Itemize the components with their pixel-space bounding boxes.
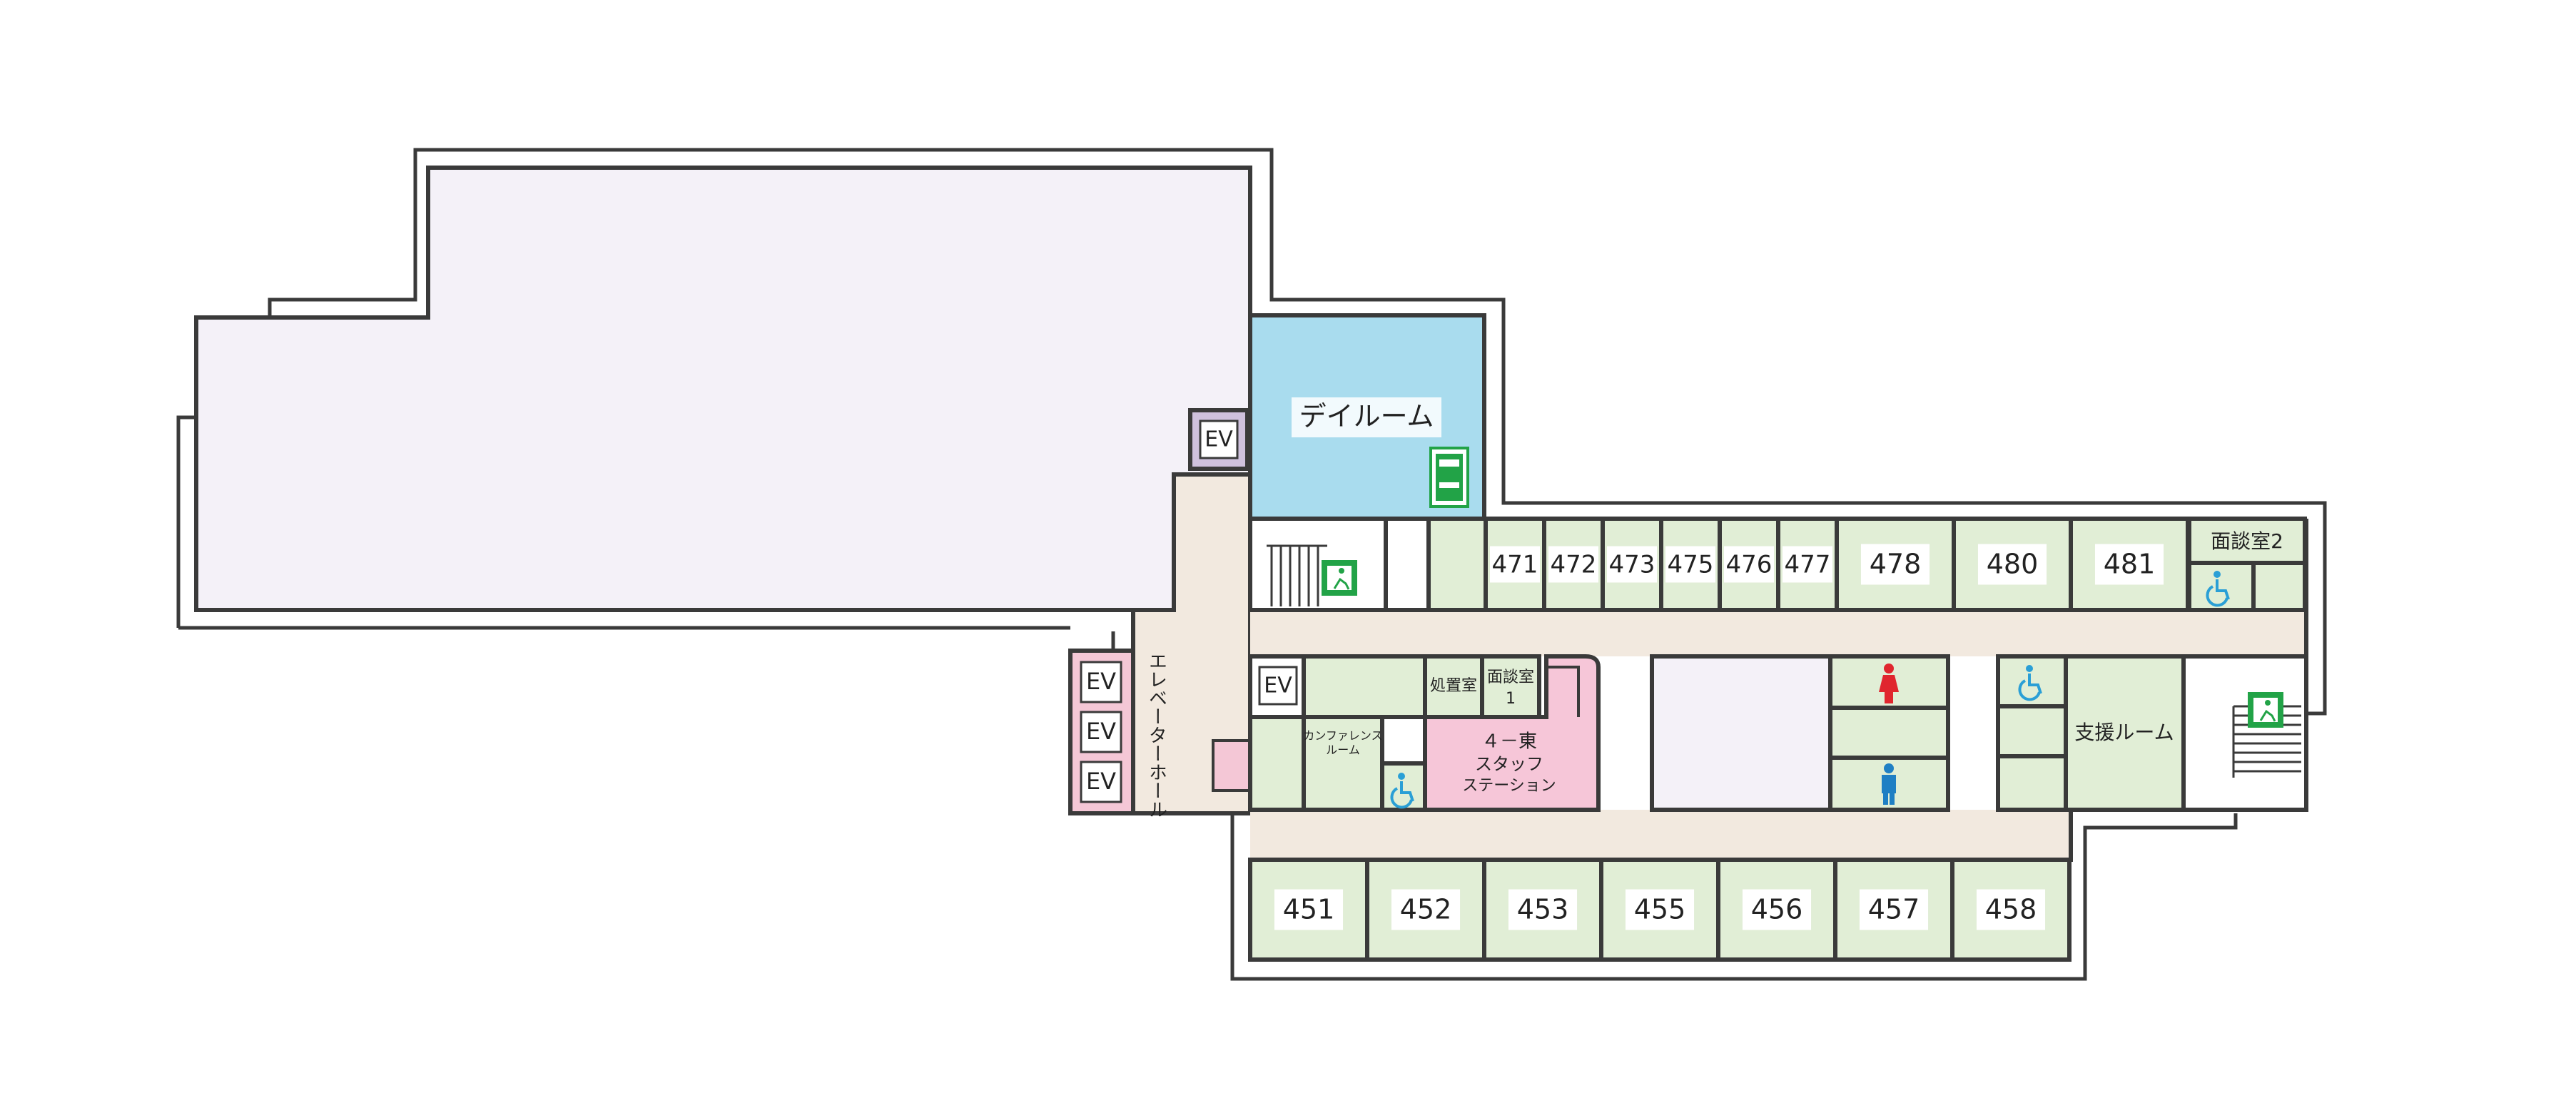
ev-label-central: EV — [1264, 673, 1292, 698]
west-wing — [194, 166, 1252, 612]
room-458-number: 458 — [1985, 894, 2037, 925]
elevator-pink-3: EV — [1080, 761, 1122, 803]
ev-label-purple: EV — [1205, 427, 1233, 452]
east-small-room-2 — [1996, 754, 2068, 812]
ev-central-box — [1258, 666, 1298, 706]
room-453: 453 — [1482, 858, 1603, 962]
room-455-number: 455 — [1634, 894, 1686, 925]
room-481-number: 481 — [2104, 549, 2156, 580]
staff-station — [1423, 654, 1601, 812]
female-toilet-icon — [1879, 664, 1899, 703]
room-457: 457 — [1833, 858, 1954, 962]
north-rooms: 471 472 473 475 476 477 478 480 481 — [1484, 517, 2190, 612]
room-456: 456 — [1716, 858, 1837, 962]
north-utility-room — [1426, 517, 1488, 612]
main-corridor — [1250, 610, 2306, 656]
accessible-toilet-icon — [1390, 773, 1414, 809]
central-west-room — [1248, 715, 1306, 812]
room-456-number: 456 — [1751, 894, 1803, 925]
day-room-annex — [1384, 517, 1431, 612]
north-east-small-room — [2251, 561, 2307, 612]
ev-label-box — [1199, 420, 1239, 459]
svg-text:EV: EV — [1086, 718, 1116, 745]
accessible-toilet-icon — [2018, 665, 2042, 701]
room-451: 451 — [1248, 858, 1369, 962]
treatment-room-label: 処置室 — [1430, 677, 1477, 695]
conference-room-label-a: カンファレンス — [1303, 729, 1382, 743]
room-475-number: 475 — [1668, 551, 1714, 579]
room-476-number: 476 — [1726, 551, 1773, 579]
room-457-number: 457 — [1868, 894, 1920, 925]
south-rooms: 451 452 453 455 456 457 458 — [1248, 858, 2072, 962]
day-room-label-bg — [1292, 397, 1441, 437]
room-477-number: 477 — [1785, 551, 1831, 579]
station-label-2: スタッフ — [1475, 754, 1543, 774]
male-toilet-icon — [1882, 763, 1896, 805]
room-473: 473 — [1601, 517, 1663, 612]
accessible-toilet-central — [1380, 761, 1427, 812]
emergency-exit-icon — [1322, 560, 1357, 596]
accessible-toilet-icon — [2206, 571, 2230, 607]
elevator-hall-label: エレベーターホール — [1146, 651, 1167, 818]
treatment-room — [1423, 654, 1484, 719]
room-471-number: 471 — [1492, 551, 1538, 579]
room-458: 458 — [1950, 858, 2072, 962]
room-455: 455 — [1599, 858, 1720, 962]
support-room — [2064, 654, 2186, 812]
room-478: 478 — [1835, 517, 1956, 612]
consult-room-1-label-a: 面談室 — [1487, 669, 1534, 686]
room-475: 475 — [1659, 517, 1722, 612]
station-label-3: ステーション — [1462, 777, 1556, 795]
consult-room-1-label-b: 1 — [1506, 690, 1516, 708]
emergency-exit-icon — [2248, 692, 2283, 728]
room-472-number: 472 — [1551, 551, 1597, 579]
consult-room-1 — [1480, 654, 1541, 719]
accessible-toilet-north — [2187, 561, 2256, 612]
room-480-number: 480 — [1987, 549, 2039, 580]
room-452-number: 452 — [1400, 894, 1452, 925]
vending-machine-icon — [1429, 447, 1469, 508]
room-472: 472 — [1542, 517, 1605, 612]
conference-room — [1302, 715, 1384, 812]
room-476: 476 — [1718, 517, 1780, 612]
room-452: 452 — [1365, 858, 1486, 962]
room-471: 471 — [1484, 517, 1546, 612]
pink-small-room — [1212, 739, 1252, 792]
courtyard — [1650, 654, 1832, 812]
toilet-middle — [1828, 706, 1950, 760]
south-corridor — [1250, 810, 2071, 860]
elevator-pink-2: EV — [1080, 711, 1122, 753]
east-small-room-1 — [1996, 704, 2068, 758]
svg-text:EV: EV — [1086, 768, 1116, 795]
room-473-number: 473 — [1609, 551, 1655, 579]
consult-room-2-label: 面談室2 — [2211, 529, 2283, 553]
room-480: 480 — [1952, 517, 2073, 612]
svg-text:EV: EV — [1086, 668, 1116, 695]
elevator-pink-1: EV — [1080, 661, 1122, 703]
station-label-1: ４－東 — [1481, 731, 1537, 753]
conference-room-label-b: ルーム — [1326, 743, 1360, 757]
room-478-number: 478 — [1870, 549, 1922, 580]
support-room-label: 支援ルーム — [2074, 721, 2174, 744]
stairs-icon — [1267, 544, 1327, 606]
corridor-outline — [1250, 519, 2308, 862]
staff-station-inner — [1546, 666, 1580, 717]
central-room-a — [1302, 654, 1427, 719]
day-room-label: デイルーム — [1299, 401, 1434, 432]
room-477: 477 — [1776, 517, 1839, 612]
room-453-number: 453 — [1517, 894, 1569, 925]
room-481: 481 — [2069, 517, 2190, 612]
room-451-number: 451 — [1283, 894, 1335, 925]
